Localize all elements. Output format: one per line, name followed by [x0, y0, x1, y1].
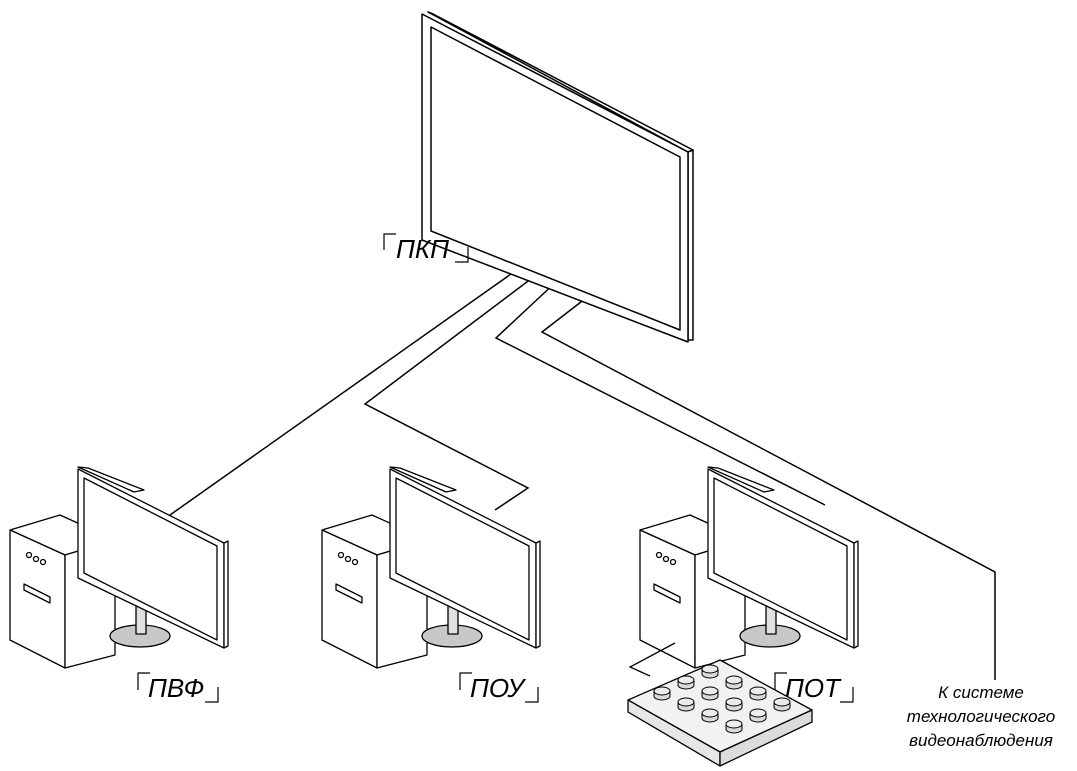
pou-label: ПОУ [470, 673, 526, 703]
keypad-keys [653, 664, 791, 734]
key-top [773, 697, 791, 707]
key-top [701, 664, 719, 674]
pvf-bracket-left [137, 672, 150, 690]
pc-case-front [9, 529, 66, 669]
pc-led-icon [39, 558, 47, 566]
pc-drive-slot [23, 583, 51, 604]
wall-display [421, 11, 694, 343]
link-pkp-pot [494, 279, 826, 506]
monitor-screen [83, 477, 218, 641]
pou-bracket-right [525, 687, 539, 703]
pkp-bracket-right [455, 247, 469, 263]
keypad-cable [628, 642, 676, 677]
monitor-edge [535, 540, 541, 649]
connection-lines [169, 261, 996, 680]
pc-led-icon [337, 551, 345, 559]
key-top [677, 675, 695, 685]
pc-led-icon [25, 551, 33, 559]
pc-led-icon [351, 558, 359, 566]
keypad-side [719, 709, 813, 767]
key-top [725, 719, 743, 729]
pou-bracket-left [459, 672, 472, 690]
workstation-pot [639, 466, 859, 669]
video-system-note: К системе технологического видеонаблюден… [907, 683, 1055, 750]
key-top [701, 708, 719, 718]
pkp-label: ПКП [396, 234, 449, 264]
key-top [677, 697, 695, 707]
pvf-label: ПВФ [148, 673, 204, 703]
monitor-screen [395, 477, 530, 641]
keypad [627, 659, 813, 767]
note-line-2: технологического [907, 707, 1055, 726]
pc-led-icon [32, 555, 40, 563]
pc-drive-slot [653, 583, 681, 604]
pc-led-icon [344, 555, 352, 563]
workstation-pou [321, 466, 541, 669]
monitor-back [77, 466, 145, 493]
pot-bracket-left [774, 672, 787, 690]
pc-led-icon [655, 551, 663, 559]
pc-case-front [321, 529, 378, 669]
key-top [725, 675, 743, 685]
pot-bracket-right [840, 687, 854, 703]
pvf-bracket-right [205, 687, 219, 703]
pot-label: ПОТ [785, 673, 842, 703]
pc-led-icon [662, 555, 670, 563]
link-pkp-pvf [169, 261, 529, 516]
pc-drive-slot [335, 583, 363, 604]
key-top [749, 708, 767, 718]
monitor-screen [713, 477, 848, 641]
monitor-edge [223, 540, 229, 649]
link-pkp-pou [363, 271, 541, 511]
key-top [653, 686, 671, 696]
link-pkp-video [540, 294, 996, 680]
pc-led-icon [669, 558, 677, 566]
key-top [725, 697, 743, 707]
wall-display-screen [430, 26, 681, 331]
pkp-bracket-left [383, 233, 396, 250]
monitor-back [707, 466, 775, 493]
note-line-3: видеонаблюдения [909, 731, 1053, 750]
key-top [749, 686, 767, 696]
workstation-pvf [9, 466, 229, 669]
monitor-edge [853, 540, 859, 649]
monitor-back [389, 466, 457, 493]
note-line-1: К системе [938, 683, 1024, 702]
key-top [701, 686, 719, 696]
